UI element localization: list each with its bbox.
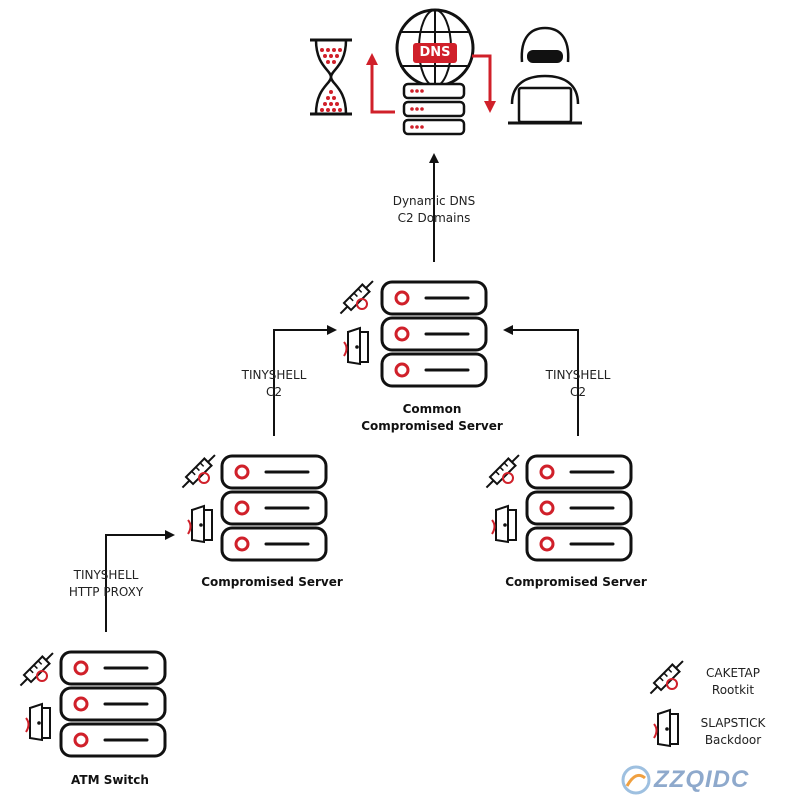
node-label-common: Common Compromised Server <box>361 402 503 433</box>
dns-cycle-arrow-up <box>366 53 395 114</box>
watermark-logo-icon <box>621 765 651 795</box>
caketap-syringe-icon <box>335 275 379 319</box>
edge-label-tinyshell-proxy: TINYSHELL HTTP PROXY <box>68 568 144 599</box>
edge-atm-to-left <box>105 530 175 632</box>
slapstick-door-icon <box>187 505 213 543</box>
legend-slapstick-label: SLAPSTICK Backdoor <box>700 716 766 747</box>
node-label-right: Compromised Server <box>505 575 647 589</box>
hourglass-icon <box>310 38 352 116</box>
hacker-icon <box>508 26 582 125</box>
left-server-icon <box>220 454 328 562</box>
caketap-syringe-icon <box>481 449 525 493</box>
dns-cycle-arrow-down <box>472 54 496 113</box>
legend-caketap-icon <box>645 655 689 699</box>
edge-label-tinyshell-right: TINYSHELL C2 <box>545 368 611 399</box>
dns-globe-icon <box>395 8 475 88</box>
atm-switch-icon <box>59 650 167 758</box>
edge-left-to-common <box>273 325 337 436</box>
slapstick-door-icon <box>343 327 369 365</box>
legend-slapstick-icon <box>653 709 679 747</box>
common-server-icon <box>380 280 488 388</box>
slapstick-door-icon <box>25 703 51 741</box>
slapstick-door-icon <box>491 505 517 543</box>
caketap-syringe-icon <box>15 647 59 691</box>
edge-label-dynamic-dns: Dynamic DNS C2 Domains <box>392 194 476 225</box>
dns-label: DNS <box>419 45 451 60</box>
right-server-icon <box>525 454 633 562</box>
dns-server-stack <box>402 82 466 136</box>
watermark-text: ZZQIDC <box>654 766 750 793</box>
edge-right-to-common <box>503 325 579 436</box>
node-label-atm: ATM Switch <box>71 773 149 787</box>
legend-caketap-label: CAKETAP Rootkit <box>706 666 760 697</box>
node-label-left: Compromised Server <box>201 575 343 589</box>
edge-label-tinyshell-left: TINYSHELL C2 <box>241 368 307 399</box>
caketap-syringe-icon <box>177 449 221 493</box>
